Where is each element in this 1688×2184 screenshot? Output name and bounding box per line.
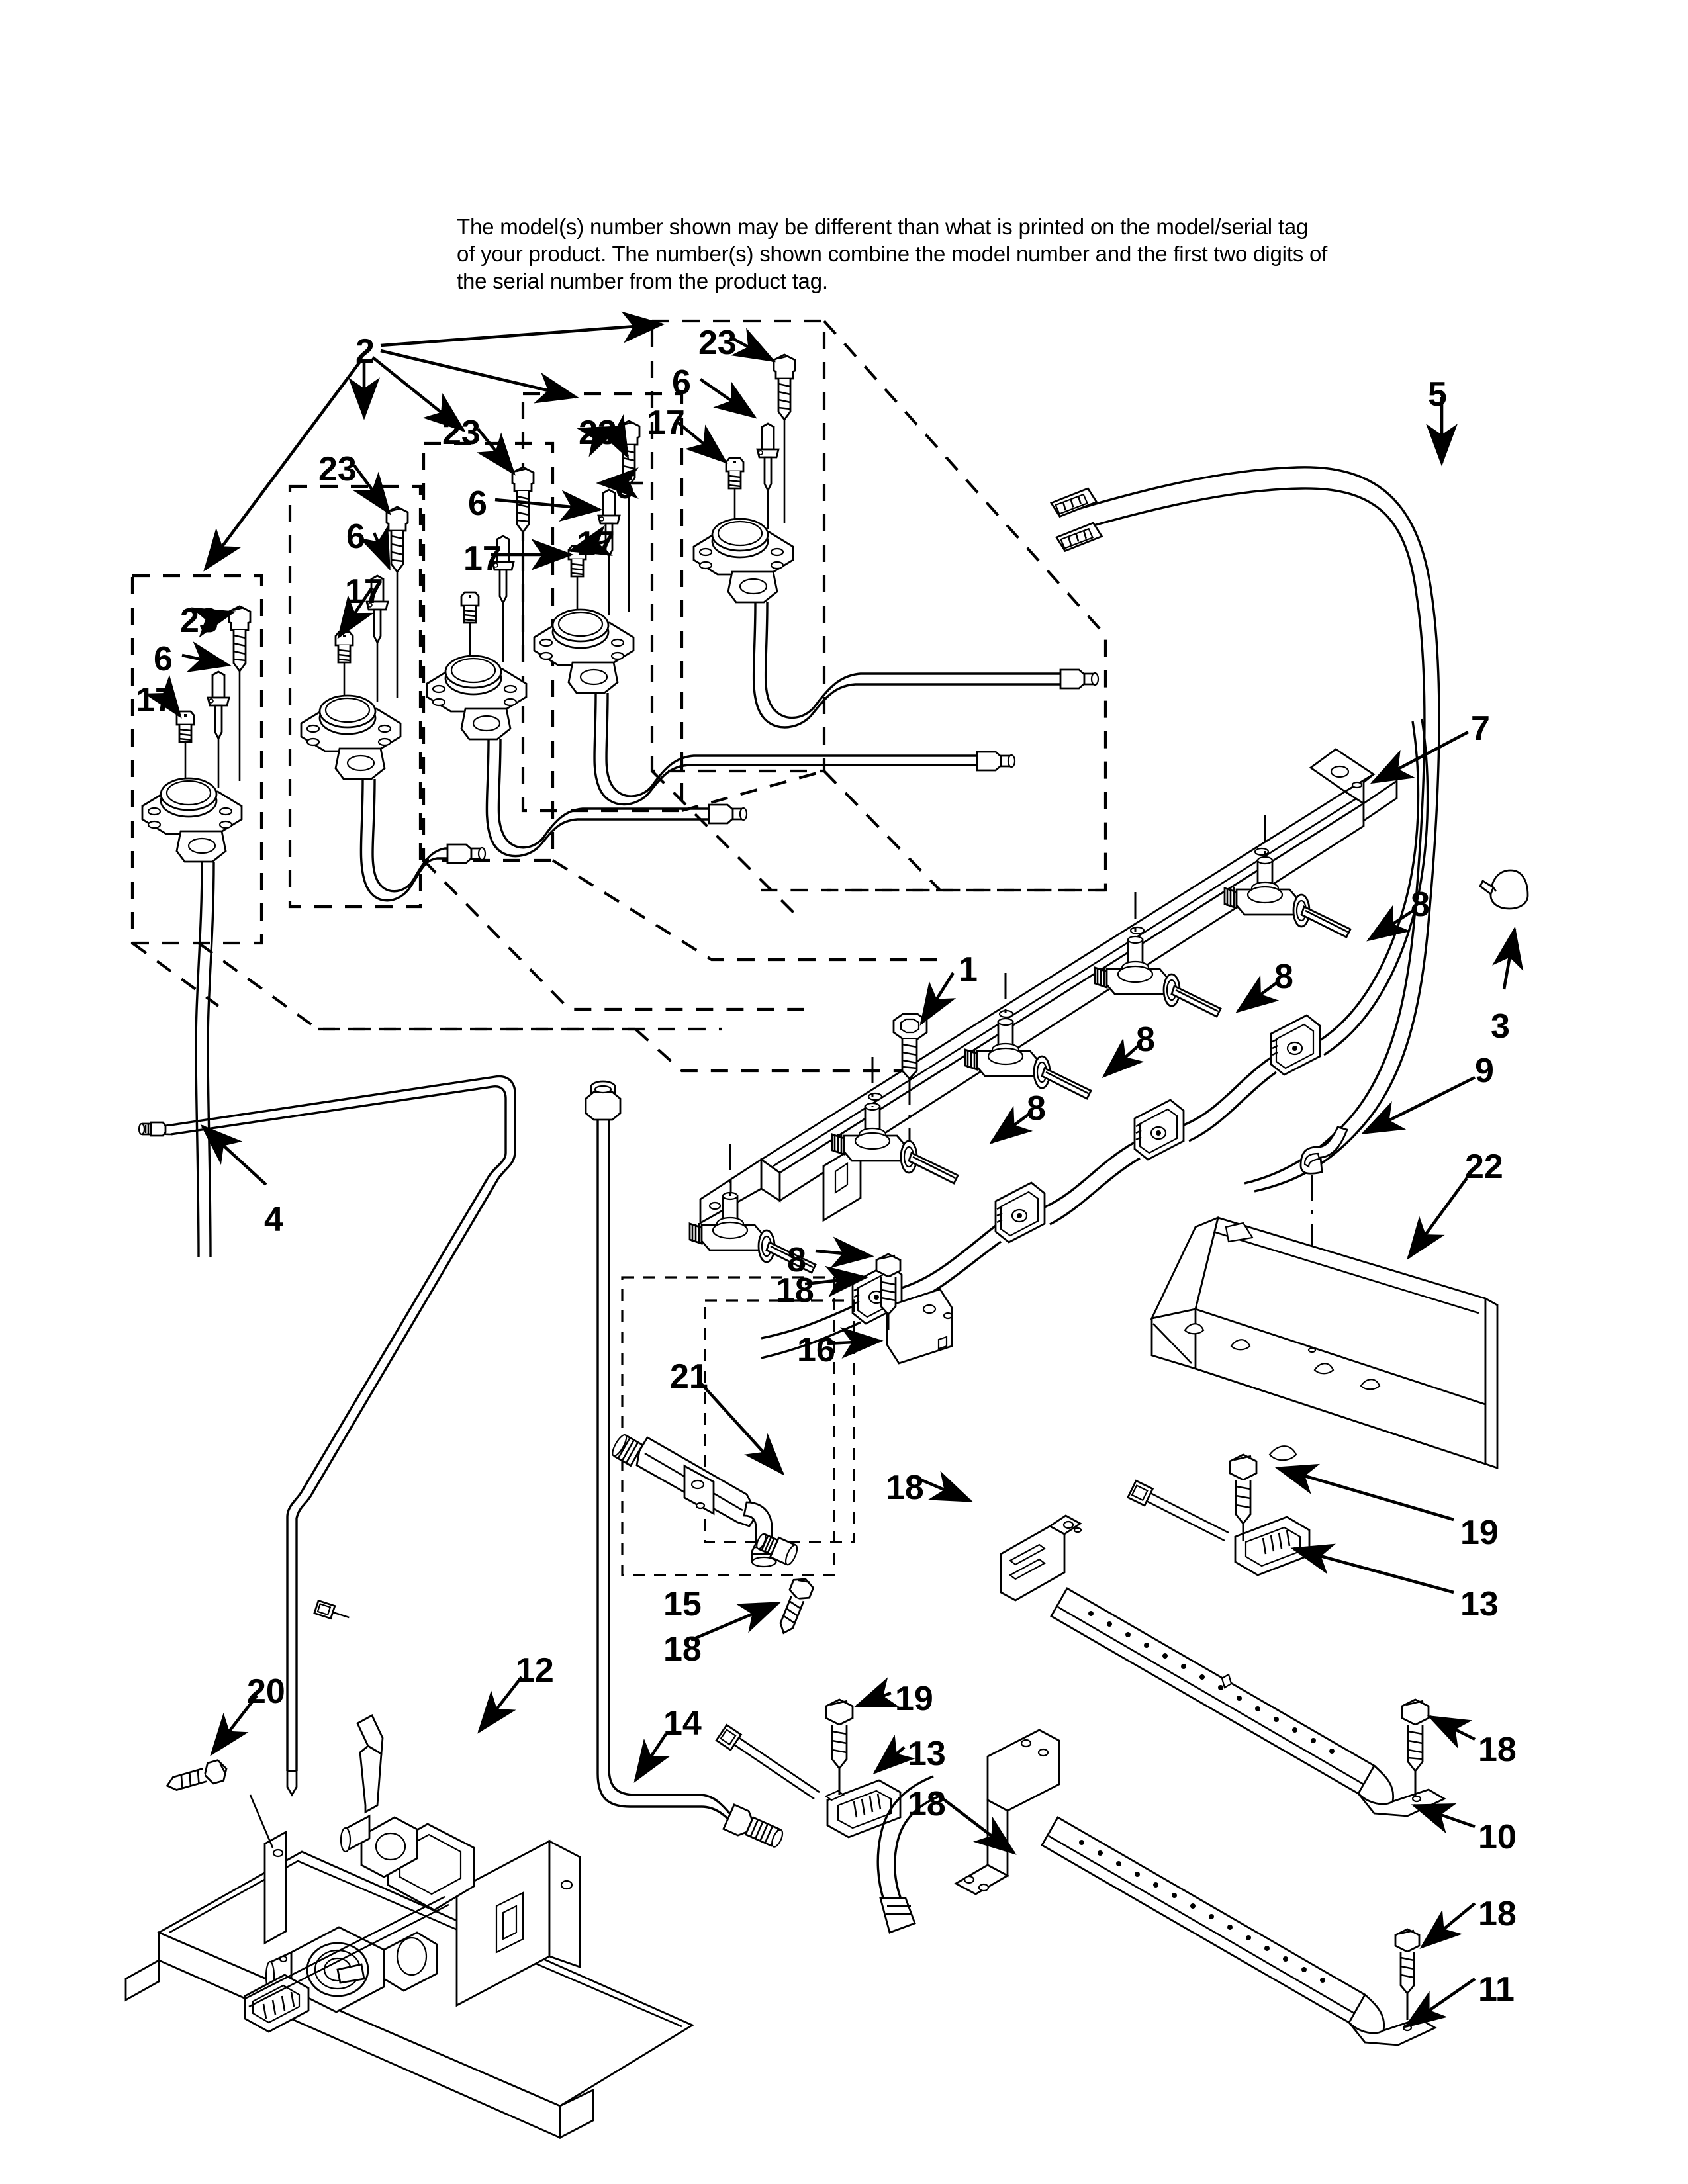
callout-17-burner-orifice: 17: [345, 572, 383, 611]
callout-23-igniter-screw: 23: [318, 450, 357, 488]
burner-head: [300, 694, 402, 780]
callout-18-mounting-screw: 18: [1478, 1731, 1517, 1769]
mounting-screw-18-bake: [1401, 1698, 1430, 1773]
callout-23-igniter-screw: 23: [579, 414, 617, 452]
callout-13-oven-igniter: 13: [1460, 1585, 1499, 1623]
igniter-screw-19-center: [825, 1698, 854, 1770]
callout-17-burner-orifice: 17: [647, 404, 685, 442]
burner-head: [692, 518, 794, 604]
switch-assemblies: [761, 718, 1429, 1359]
callout-12-gas-pressure-regulator: 12: [516, 1651, 554, 1690]
retainer-bracket-16: [886, 1288, 953, 1365]
callout-21-gas-pipe-elbow: 21: [670, 1357, 708, 1396]
callout-6-spark-igniter: 6: [468, 484, 487, 523]
mounting-screw-18-nipple: [779, 1578, 815, 1635]
callout-22-heat-shield: 22: [1465, 1148, 1503, 1186]
callout-2-surface-burner-group: 2: [355, 332, 375, 371]
callout-18-mounting-screw: 18: [776, 1271, 814, 1310]
callout-6-spark-igniter: 6: [615, 468, 634, 506]
gas-tube-4: [138, 1075, 516, 1797]
mounting-screw-18-broil: [1394, 1928, 1421, 1995]
callout-17-burner-orifice: 17: [136, 681, 174, 719]
callout-23-igniter-screw: 23: [180, 602, 218, 640]
callout-23-igniter-screw: 23: [442, 414, 481, 452]
callout-23-igniter-screw: 23: [698, 324, 737, 362]
callout-18-mounting-screw: 18: [908, 1785, 946, 1823]
burner-assembly-d: [692, 353, 1100, 729]
callout-19-igniter-screw: 19: [895, 1680, 933, 1718]
callout-4-gas-tube: 4: [264, 1201, 283, 1239]
callout-11-broil-burner: 11: [1478, 1970, 1515, 2009]
manifold-screw-1: [892, 1013, 928, 1081]
burner-head: [426, 655, 528, 741]
callout-16-retainer-bracket: 16: [797, 1331, 835, 1369]
bracket-screw-20: [165, 1759, 228, 1791]
oven-igniter-13-center: [715, 1723, 902, 1839]
bake-burner-10: [1000, 1514, 1447, 1817]
callout-3-control-knob: 3: [1491, 1007, 1510, 1046]
burner-head: [533, 608, 635, 694]
callout-10-bake-burner: 10: [1478, 1818, 1517, 1856]
callout-6-spark-igniter: 6: [346, 518, 365, 556]
pipe-nipple-15: [756, 1533, 798, 1566]
gas-pipe-elbow-21: [612, 1434, 777, 1568]
callout-6-spark-igniter: 6: [154, 640, 173, 678]
callout-5-wire-harness: 5: [1428, 375, 1447, 414]
callout-14-gas-supply-tube: 14: [663, 1704, 702, 1743]
callout-8-surface-burner-valve: 8: [1411, 886, 1430, 924]
regulator-group-box: [621, 1276, 855, 1576]
callout-19-igniter-screw: 19: [1460, 1514, 1499, 1552]
mounting-screw-18-bracket: [875, 1253, 902, 1316]
callout-8-surface-burner-valve: 8: [1274, 958, 1293, 996]
callout-18-mounting-screw: 18: [663, 1630, 702, 1668]
callout-7-manifold-bracket: 7: [1471, 709, 1490, 748]
switch-clip-9: [1299, 1126, 1348, 1175]
callout-8-surface-burner-valve: 8: [1027, 1089, 1046, 1128]
callout-17-burner-orifice: 17: [577, 525, 615, 563]
control-knob-3: [1479, 869, 1529, 910]
callout-15-pipe-nipple: 15: [663, 1585, 702, 1623]
burner-head: [141, 777, 243, 863]
burner-assembly-a: [300, 506, 487, 902]
callout-18-mounting-screw: 18: [1478, 1895, 1517, 1933]
callout-13-oven-igniter: 13: [908, 1735, 946, 1773]
callout-8-surface-burner-valve: 8: [1136, 1021, 1155, 1059]
wire-harness-5: [1049, 466, 1440, 1193]
burner-assembly-c: [533, 420, 1016, 806]
heat-shield-22: [1150, 1216, 1499, 1469]
callout-1-manifold-screw: 1: [959, 950, 978, 989]
callout-9-switch-bracket: 9: [1475, 1052, 1494, 1090]
burner-valves: [688, 815, 1352, 1274]
callout-18-mounting-screw: 18: [886, 1469, 924, 1507]
callout-6-spark-igniter: 6: [672, 363, 691, 402]
broil-burner-11: [876, 1729, 1438, 2046]
gas-regulator-assembly-12: [124, 1599, 695, 2140]
model-number-note: The model(s) number shown may be differe…: [457, 214, 1328, 293]
callout-8-surface-burner-valve: 8: [787, 1241, 806, 1279]
igniter-screw-19-right: [1229, 1453, 1258, 1525]
oven-igniter-13-right: [1126, 1479, 1311, 1576]
callout-20-bracket-screw: 20: [247, 1672, 285, 1711]
callout-17-burner-orifice: 17: [463, 539, 502, 578]
